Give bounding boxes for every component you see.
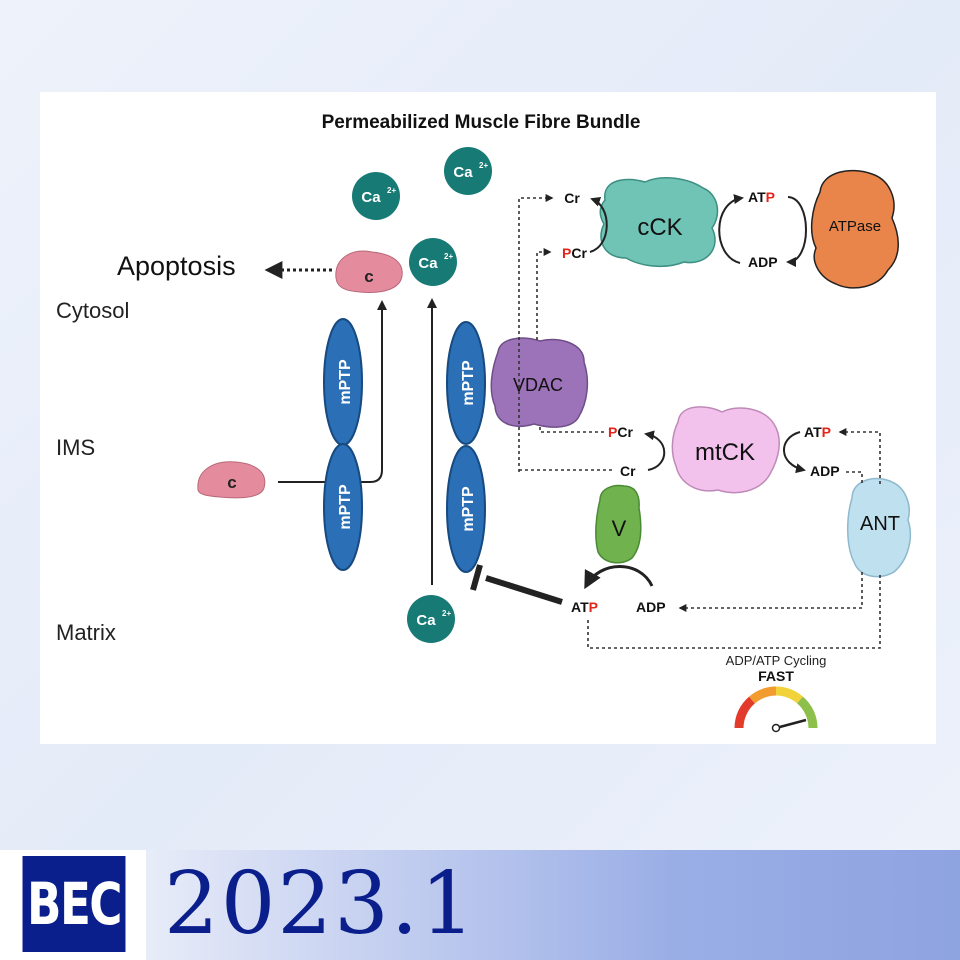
calcium-ion: Ca 2+	[352, 172, 400, 220]
calcium-charge: 2+	[442, 609, 451, 618]
inner-membrane	[48, 489, 914, 563]
cytochrome-c-label: c	[364, 267, 373, 286]
atpase-atp-arrow	[786, 196, 807, 267]
mtck-adp: ADP	[810, 463, 840, 479]
gauge-label: FAST	[758, 668, 794, 684]
mptp-label: mPTP	[337, 359, 354, 405]
matrix-atp: ATP	[571, 599, 598, 615]
mptp-right-outer: mPTP	[446, 321, 486, 445]
issue-number: 2023.1	[164, 854, 477, 954]
calcium-label: Ca	[416, 612, 436, 629]
calcium-label: Ca	[453, 164, 473, 181]
label-cytosol: Cytosol	[56, 298, 129, 323]
atp-synthesis-curve	[584, 565, 654, 590]
matrix-adp-dashed	[678, 572, 863, 612]
mptp-left-outer: mPTP	[323, 318, 363, 446]
speed-gauge	[734, 686, 818, 733]
cytochrome-c-cytosol: c	[335, 250, 403, 293]
mptp-left-inner: mPTP	[323, 443, 363, 571]
calcium-charge: 2+	[387, 186, 396, 195]
label-matrix: Matrix	[56, 620, 116, 645]
mtck-pcr: PCr	[608, 424, 633, 440]
mtck-label: mtCK	[695, 439, 755, 466]
atp-inhibition-bar	[470, 564, 563, 605]
mptp-right-inner: mPTP	[446, 445, 486, 573]
mtck-right-curve	[783, 431, 806, 474]
journal-badge: BEC	[0, 850, 146, 960]
calcium-label: Ca	[418, 255, 438, 272]
pcr-shuttle-dashed	[536, 248, 552, 340]
vdac-label: VDAC	[513, 375, 563, 395]
mptp-label: mPTP	[460, 360, 477, 406]
cytochrome-c-label: c	[227, 473, 236, 492]
atp-synthase-v: V	[595, 484, 642, 564]
diagram-panel: Permeabilized Muscle Fibre Bundle Cytoso…	[40, 92, 936, 744]
footer-banner: BEC 2023.1	[0, 850, 960, 960]
cycling-label: ADP/ATP Cycling	[726, 653, 827, 668]
cytochrome-release-path	[278, 300, 387, 483]
matrix-adp: ADP	[636, 599, 666, 615]
cck-label: cCK	[637, 214, 682, 241]
mtck-atp: ATP	[804, 424, 831, 440]
cck-left-curve	[589, 196, 608, 253]
cck-cr: Cr	[564, 190, 580, 206]
mptp-label: mPTP	[337, 484, 354, 530]
v-label: V	[612, 516, 627, 541]
atpase-enzyme: ATPase	[810, 169, 899, 289]
label-apoptosis: Apoptosis	[117, 251, 236, 281]
ant-label: ANT	[860, 513, 900, 535]
cck-adp: ADP	[748, 254, 778, 270]
vdac-channel: VDAC	[490, 337, 589, 428]
mtck-enzyme: mtCK	[671, 406, 780, 494]
pcr-to-vdac-dashed	[539, 425, 604, 433]
ant-atp-dashed	[838, 428, 881, 484]
mtck-left-curve	[644, 430, 666, 471]
diagram-title: Permeabilized Muscle Fibre Bundle	[322, 112, 641, 133]
ant-translocase: ANT	[846, 477, 912, 578]
diagram-canvas: Permeabilized Muscle Fibre Bundle Cytoso…	[48, 112, 914, 733]
cck-enzyme: cCK	[599, 176, 719, 268]
cytochrome-c-ims: c	[197, 461, 266, 499]
calcium-charge: 2+	[444, 252, 453, 261]
atpase-label: ATPase	[829, 218, 881, 235]
calcium-label: Ca	[361, 189, 381, 206]
calcium-ion: Ca 2+	[444, 147, 492, 195]
label-ims: IMS	[56, 435, 95, 460]
cck-right-curve	[718, 194, 744, 264]
cck-pcr: PCr	[562, 245, 587, 261]
calcium-ion-matrix: Ca 2+	[407, 595, 455, 643]
cr-shuttle-dashed	[518, 194, 554, 472]
journal-name: BEC	[22, 856, 126, 952]
mtck-cr: Cr	[620, 463, 636, 479]
cck-atp: ATP	[748, 189, 775, 205]
matrix-atp-dashed	[587, 574, 881, 649]
calcium-ion: Ca 2+	[409, 238, 457, 286]
ant-adp-dashed	[846, 471, 863, 484]
calcium-charge: 2+	[479, 161, 488, 170]
mptp-label: mPTP	[460, 486, 477, 532]
